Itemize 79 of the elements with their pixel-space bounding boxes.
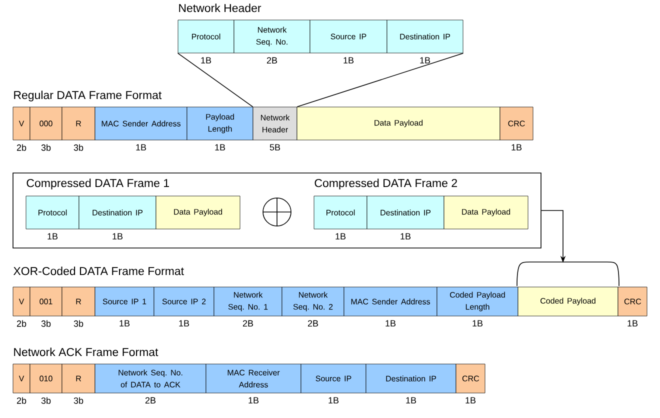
field-cell: Network Seq. No. 2 — [282, 286, 344, 316]
field-cell: Data Payload — [156, 196, 240, 230]
section-title: Network Header — [179, 4, 262, 12]
size-label: 2B — [266, 57, 278, 64]
field-cell: Destination IP — [78, 196, 156, 230]
size-label: 1B — [215, 144, 226, 150]
size-label: 2B — [242, 320, 254, 326]
connector-line — [296, 52, 464, 108]
field-cell: 001 — [30, 286, 62, 316]
size-label: 3b — [41, 144, 51, 151]
size-label: 1B — [420, 57, 430, 64]
section-title: XOR-Coded DATA Frame Format — [13, 266, 184, 276]
field-cell: Protocol — [178, 20, 234, 54]
field-cell: V — [12, 364, 30, 394]
field-cell: Data Payload — [444, 196, 528, 230]
field-cell: Coded Payload — [518, 286, 618, 316]
field-cell: R — [62, 286, 96, 316]
field-cell: MAC Sender Address — [344, 286, 438, 316]
field-cell: Source IP — [310, 20, 388, 54]
size-label: 3b — [41, 320, 51, 327]
field-cell: CRC — [618, 286, 648, 316]
size-label: 2b — [16, 144, 26, 151]
field-cell: Protocol — [26, 196, 80, 230]
field-cell: Network Seq. No. of DATA to ACK — [94, 364, 206, 394]
size-label: 5B — [270, 144, 280, 150]
size-label: 1B — [112, 233, 123, 240]
size-label: 1B — [406, 397, 416, 404]
field-cell: CRC — [456, 364, 486, 394]
field-cell: Destination IP — [366, 364, 456, 394]
size-label: 1B — [120, 320, 130, 326]
section-title: Regular DATA Frame Format — [14, 90, 162, 102]
size-label: 1B — [344, 57, 354, 64]
section-title: Compressed DATA Frame 2 — [314, 178, 457, 190]
field-cell: Protocol — [314, 196, 368, 230]
size-label: 1B — [179, 320, 190, 326]
size-label: 1B — [628, 320, 638, 326]
field-cell: Source IP 2 — [154, 286, 214, 316]
size-label: 1B — [386, 320, 396, 326]
size-label: 1B — [400, 233, 411, 240]
field-cell: Network Seq. No. 1 — [214, 286, 282, 316]
field-cell: Destination IP — [386, 20, 464, 54]
field-cell: 010 — [30, 364, 62, 394]
size-label: 1B — [201, 57, 212, 64]
field-cell: MAC Receiver Address — [206, 364, 302, 394]
size-label: 1B — [48, 233, 58, 240]
section-title: Compressed DATA Frame 1 — [26, 178, 169, 190]
size-label: 1B — [248, 397, 259, 404]
connector-line — [177, 52, 254, 108]
field-cell: Source IP — [300, 364, 366, 394]
field-cell: Network Header — [252, 106, 298, 140]
size-label: 2b — [16, 397, 26, 404]
size-label: 3b — [74, 320, 84, 327]
section-title: Network ACK Frame Format — [14, 348, 158, 356]
size-label: 1B — [336, 233, 346, 240]
size-label: 3b — [41, 397, 51, 404]
field-cell: 000 — [30, 106, 62, 140]
field-cell: Destination IP — [366, 196, 444, 230]
field-cell: V — [12, 106, 30, 140]
size-label: 1B — [328, 397, 339, 404]
size-label: 3b — [74, 144, 84, 151]
field-cell: CRC — [500, 106, 534, 140]
size-label: 1B — [472, 320, 483, 326]
size-label: 2B — [145, 397, 156, 404]
field-cell: MAC Sender Address — [94, 106, 188, 140]
field-cell: Data Payload — [296, 106, 500, 140]
frame-group-box — [12, 172, 542, 248]
field-cell: V — [12, 286, 30, 316]
size-label: 2b — [16, 320, 26, 327]
size-label: 1B — [136, 144, 146, 150]
field-cell: R — [62, 106, 96, 140]
field-cell: R — [62, 364, 96, 394]
size-label: 1B — [512, 144, 522, 150]
size-label: 1B — [466, 397, 476, 404]
field-cell: Network Seq. No. — [234, 20, 310, 54]
field-cell: Source IP 1 — [94, 286, 154, 316]
field-cell: Payload Length — [186, 106, 254, 140]
field-cell: Coded Payload Length — [436, 286, 518, 316]
size-label: 2B — [308, 320, 318, 326]
size-label: 3b — [74, 397, 84, 404]
